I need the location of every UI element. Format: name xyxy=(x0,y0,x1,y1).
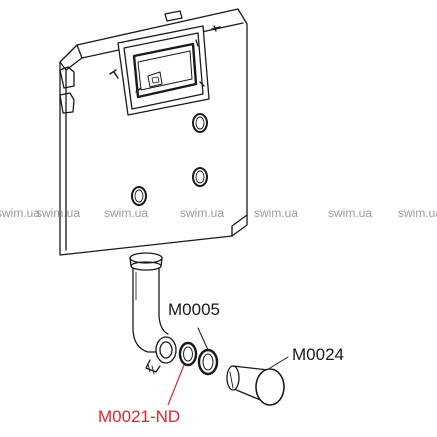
watermark-text: swim.ua xyxy=(0,206,41,220)
watermark-text: swim.ua xyxy=(328,206,373,220)
watermark-text: swim.ua xyxy=(104,206,149,220)
leader-m0021 xyxy=(167,364,185,406)
watermark-text: swim.ua xyxy=(254,206,299,220)
mounting-hole-1 xyxy=(192,113,208,133)
top-clip xyxy=(164,10,183,22)
leader-m0005 xyxy=(197,327,209,351)
left-bracket-bottom xyxy=(59,92,75,114)
mounting-hole-2 xyxy=(192,167,208,187)
label-m0021-nd: M0021-ND xyxy=(98,407,181,426)
outlet-pipe xyxy=(132,267,169,353)
label-m0005: M0005 xyxy=(168,300,220,319)
seal-m0021 xyxy=(178,341,198,367)
leader-m0024 xyxy=(269,356,289,369)
watermark-text: swim.ua xyxy=(36,206,81,220)
watermark-row: swim.ua swim.ua swim.ua swim.ua swim.ua … xyxy=(0,206,437,222)
watermark-text: swim.ua xyxy=(180,206,225,220)
label-m0024: M0024 xyxy=(292,345,344,364)
watermark-text: swim.ua xyxy=(398,206,437,220)
flush-opening-frame xyxy=(117,25,210,116)
pipe-end xyxy=(155,336,177,364)
flush-opening-inner xyxy=(132,42,198,99)
left-bracket-top xyxy=(59,66,75,89)
mounting-hole-3 xyxy=(131,186,147,206)
